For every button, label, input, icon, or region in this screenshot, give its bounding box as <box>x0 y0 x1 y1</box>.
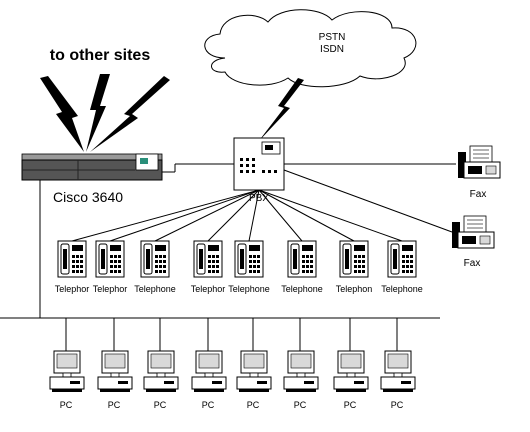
fax-handset <box>458 152 466 178</box>
router-led <box>140 158 148 164</box>
telephone-label: Telephon <box>336 284 373 294</box>
pstn-cloud: PSTN ISDN <box>204 9 417 88</box>
telephone-label: Telephor <box>191 284 226 294</box>
telephone-display <box>155 245 166 251</box>
telephone-display <box>302 245 313 251</box>
telephone-label: Telephor <box>93 284 128 294</box>
pbx-phone-link <box>71 189 260 242</box>
fax-handset <box>452 222 460 248</box>
telephone <box>140 240 170 278</box>
pc <box>49 350 85 392</box>
pc-label: PC <box>344 400 357 410</box>
telephone <box>193 240 223 278</box>
telephone-label: Telephone <box>228 284 270 294</box>
pc-group: PC PC PC PC PC PC PC PC <box>49 318 416 410</box>
wan-lightning-group: to other sites <box>40 47 304 152</box>
pc <box>380 350 416 392</box>
pbx-keypad <box>240 158 277 173</box>
pc-screen <box>290 353 312 369</box>
pc-label: PC <box>154 400 167 410</box>
pbx-phone-link <box>258 189 355 242</box>
pc-keyboard <box>383 389 413 392</box>
pc <box>97 350 133 392</box>
telephone-display <box>402 245 413 251</box>
pc-label: PC <box>294 400 307 410</box>
pc-screen <box>150 353 172 369</box>
lightning-bolt-right <box>90 76 170 152</box>
pc <box>191 350 227 392</box>
fax-machine <box>458 145 501 179</box>
telephone <box>95 240 125 278</box>
pbx-display <box>265 145 273 150</box>
pbx-phone-link <box>154 189 260 242</box>
pc <box>143 350 179 392</box>
pc <box>283 350 319 392</box>
pc-label: PC <box>60 400 73 410</box>
lightning-bolt-pstn <box>258 78 304 142</box>
other-sites-label: to other sites <box>50 47 151 64</box>
telephone-display <box>72 245 83 251</box>
pc-screen <box>387 353 409 369</box>
pc-keyboard <box>146 389 176 392</box>
pc-keyboard <box>52 389 82 392</box>
telephone <box>339 240 369 278</box>
fax-label: Fax <box>464 258 481 269</box>
pbx-label: PBX <box>249 193 269 204</box>
pbx-phone-link <box>258 189 403 242</box>
telephone-label: Telephone <box>134 284 176 294</box>
fax-label: Fax <box>470 189 487 200</box>
pc-screen <box>104 353 126 369</box>
telephone-display <box>249 245 260 251</box>
pc-label: PC <box>108 400 121 410</box>
pc-keyboard <box>100 389 130 392</box>
isdn-label: ISDN <box>320 44 344 55</box>
pbx-phone-link <box>258 189 303 242</box>
telephone-label: Telephor <box>55 284 90 294</box>
pc-screen <box>198 353 220 369</box>
telephone-display <box>110 245 121 251</box>
pc-screen <box>243 353 265 369</box>
pc-screen <box>340 353 362 369</box>
lightning-bolt-left <box>40 76 84 152</box>
pc <box>333 350 369 392</box>
pc-keyboard <box>239 389 269 392</box>
pc-screen <box>56 353 78 369</box>
pbx-phone-link <box>109 189 260 242</box>
telephone-display <box>354 245 365 251</box>
telephone <box>234 240 264 278</box>
telephone <box>387 240 417 278</box>
pc-label: PC <box>391 400 404 410</box>
pbx: PBX <box>233 137 285 204</box>
fax-machine <box>452 215 495 249</box>
telephone <box>287 240 317 278</box>
router-cisco-3640: Cisco 3640 <box>21 153 234 205</box>
pbx-phone-link <box>248 189 260 242</box>
router-label: Cisco 3640 <box>53 189 123 205</box>
pc <box>236 350 272 392</box>
telephone <box>57 240 87 278</box>
pc-label: PC <box>247 400 260 410</box>
pstn-label: PSTN <box>319 32 346 43</box>
pbx-fax-link <box>283 169 453 233</box>
pc-keyboard <box>194 389 224 392</box>
pbx-phone-link <box>207 189 260 242</box>
telephone-label: Telephone <box>281 284 323 294</box>
pc-keyboard <box>336 389 366 392</box>
pc-label: PC <box>202 400 215 410</box>
telephone-display <box>208 245 219 251</box>
pc-keyboard <box>286 389 316 392</box>
lightning-bolt-middle <box>86 74 110 152</box>
cloud-shape <box>204 9 417 88</box>
telephone-label: Telephone <box>381 284 423 294</box>
